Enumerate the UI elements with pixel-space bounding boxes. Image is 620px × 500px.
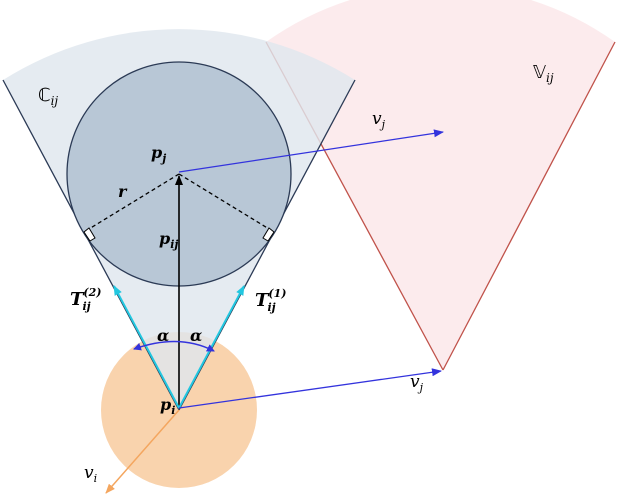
tangent-right-label: T(1)ij [255,287,286,314]
radius-label: r [118,182,128,201]
velocity-obstacle-label: 𝕍ij [533,62,554,85]
tangent-left-label: T(2)ij [70,286,101,313]
radius-line-right [178,173,275,233]
right-angle-marker-left [83,227,96,242]
pij-label: pij [159,229,178,251]
vj-bottom-label: vj [410,372,424,394]
vj-top-label: vj [372,109,386,131]
right-angle-marker-right [262,227,275,242]
vi-label: vi [84,463,97,485]
velocity-vj-top-arrow [178,129,444,173]
pj-label: pj [151,143,166,165]
collision-cone-label: ℂij [38,85,58,108]
alpha-right-label: α [190,326,202,345]
velocity-vj-bottom-arrow [178,368,442,409]
pi-label: pi [160,395,175,417]
angle-arc [133,340,215,352]
alpha-left-label: α [157,326,169,345]
vo-edge-right [442,41,616,371]
velocity-vi-arrow [105,409,180,494]
velocity-obstacle-region [266,0,615,370]
radius-line-left [83,173,180,233]
